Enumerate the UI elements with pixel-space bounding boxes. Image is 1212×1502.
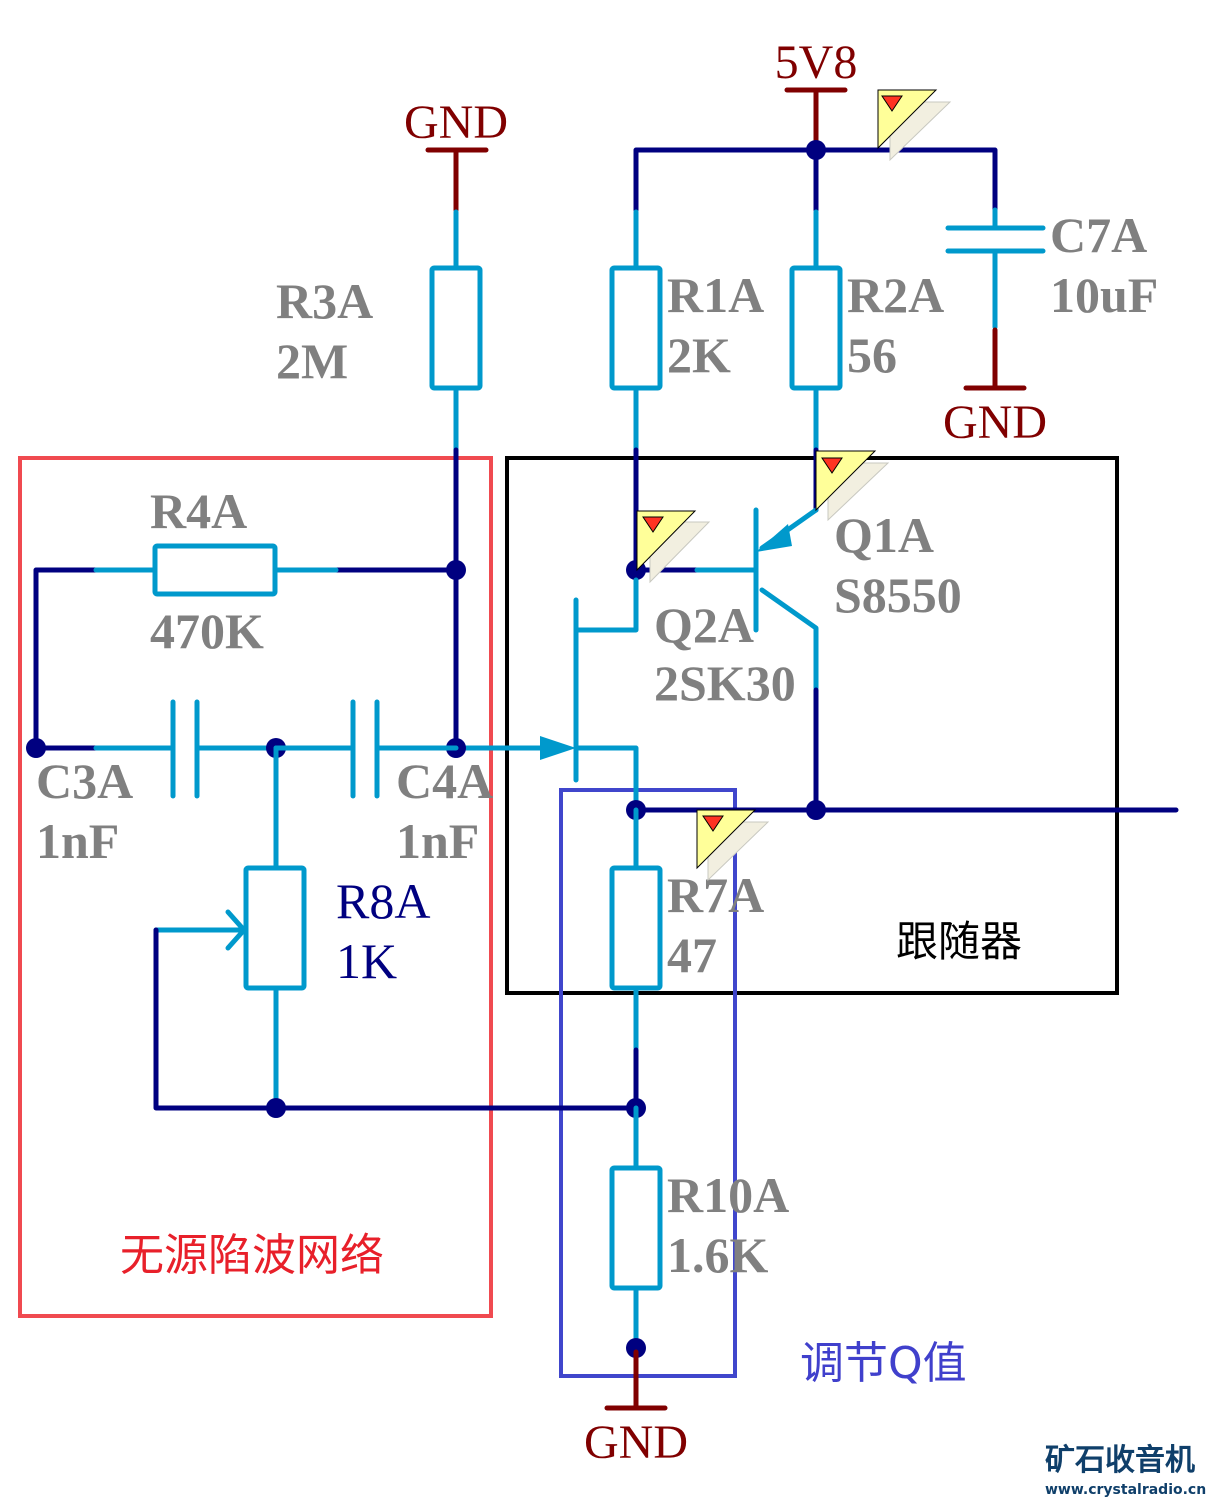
- r4a-designator: R4A: [150, 483, 247, 539]
- q2a-jfet: Q2A 2SK30: [453, 577, 796, 803]
- probe-marker-vcc: [877, 89, 952, 162]
- probe-marker-q2a-drain: [636, 510, 711, 584]
- gnd-c7a-label: GND: [943, 396, 1047, 449]
- r2a-designator: R2A: [847, 267, 944, 323]
- r2a-resistor: R2A 56: [789, 209, 944, 453]
- junction-q1-collector: [806, 800, 826, 820]
- q1a-pnp-transistor: Q1A S8550: [694, 507, 962, 691]
- c7a-designator: C7A: [1050, 207, 1147, 263]
- gnd-bottom-label: GND: [584, 1416, 688, 1469]
- r2a-value: 56: [847, 327, 897, 383]
- r7a-value: 47: [667, 927, 717, 983]
- r10a-resistor: R10A 1.6K: [609, 1105, 789, 1351]
- c4a-value: 1nF: [396, 813, 479, 869]
- r1a-resistor: R1A 2K: [609, 209, 764, 453]
- c7a-capacitor: C7A 10uF GND: [943, 207, 1158, 449]
- notch-network-box: [18, 456, 493, 1318]
- c3a-capacitor: C3A 1nF: [36, 699, 279, 869]
- junction-r8a-bottom: [266, 1098, 286, 1118]
- gnd-r3a-label: GND: [404, 96, 508, 149]
- c3a-value: 1nF: [36, 813, 119, 869]
- c4a-capacitor: C4A 1nF: [273, 699, 493, 869]
- q1a-designator: Q1A: [834, 507, 934, 563]
- watermark-url: www.crystalradio.cn: [1045, 1482, 1206, 1498]
- r8a-value: 1K: [336, 933, 397, 989]
- q2a-designator: Q2A: [654, 597, 754, 653]
- q1a-value: S8550: [834, 567, 962, 623]
- junction-vcc: [806, 140, 826, 160]
- r1a-value: 2K: [667, 327, 731, 383]
- r10a-designator: R10A: [667, 1167, 789, 1223]
- probe-marker-output: [696, 809, 770, 882]
- follower-label: 跟随器: [896, 917, 1022, 966]
- r1a-designator: R1A: [667, 267, 764, 323]
- r7a-resistor: R7A 47: [609, 807, 764, 1051]
- vcc-label: 5V8: [775, 36, 858, 89]
- notch-network-label: 无源陷波网络: [120, 1230, 384, 1281]
- c4a-designator: C4A: [396, 753, 493, 809]
- vcc-power-port: 5V8: [775, 36, 858, 151]
- r4a-value: 470K: [150, 603, 264, 659]
- r3a-resistor: GND R3A 2M: [276, 96, 508, 453]
- r8a-designator: R8A: [336, 873, 430, 929]
- q2a-value: 2SK30: [654, 655, 796, 711]
- probe-marker-q1a-emitter: [815, 450, 890, 522]
- c7a-value: 10uF: [1050, 267, 1158, 323]
- junction-r10a-gnd: [626, 1338, 646, 1358]
- c3a-designator: C3A: [36, 753, 133, 809]
- follower-box: [505, 456, 1119, 995]
- r4a-left-wire: [33, 567, 99, 751]
- watermark-logo: 矿石收音机: [1045, 1443, 1195, 1478]
- gnd-bottom-port: GND: [584, 1349, 688, 1469]
- r7a-designator: R7A: [667, 867, 764, 923]
- q-adjust-label: 调节Q值: [800, 1338, 967, 1389]
- r8a-potentiometer: R8A 1K: [153, 745, 430, 1111]
- r4a-resistor: R4A 470K: [93, 483, 339, 659]
- r3a-designator: R3A: [276, 273, 373, 329]
- r3a-value: 2M: [276, 333, 348, 389]
- r8a-wiper-wire: [153, 927, 639, 1111]
- q-adjust-box: [559, 788, 737, 1378]
- r10a-value: 1.6K: [667, 1227, 769, 1283]
- junction-c3a-left: [26, 738, 46, 758]
